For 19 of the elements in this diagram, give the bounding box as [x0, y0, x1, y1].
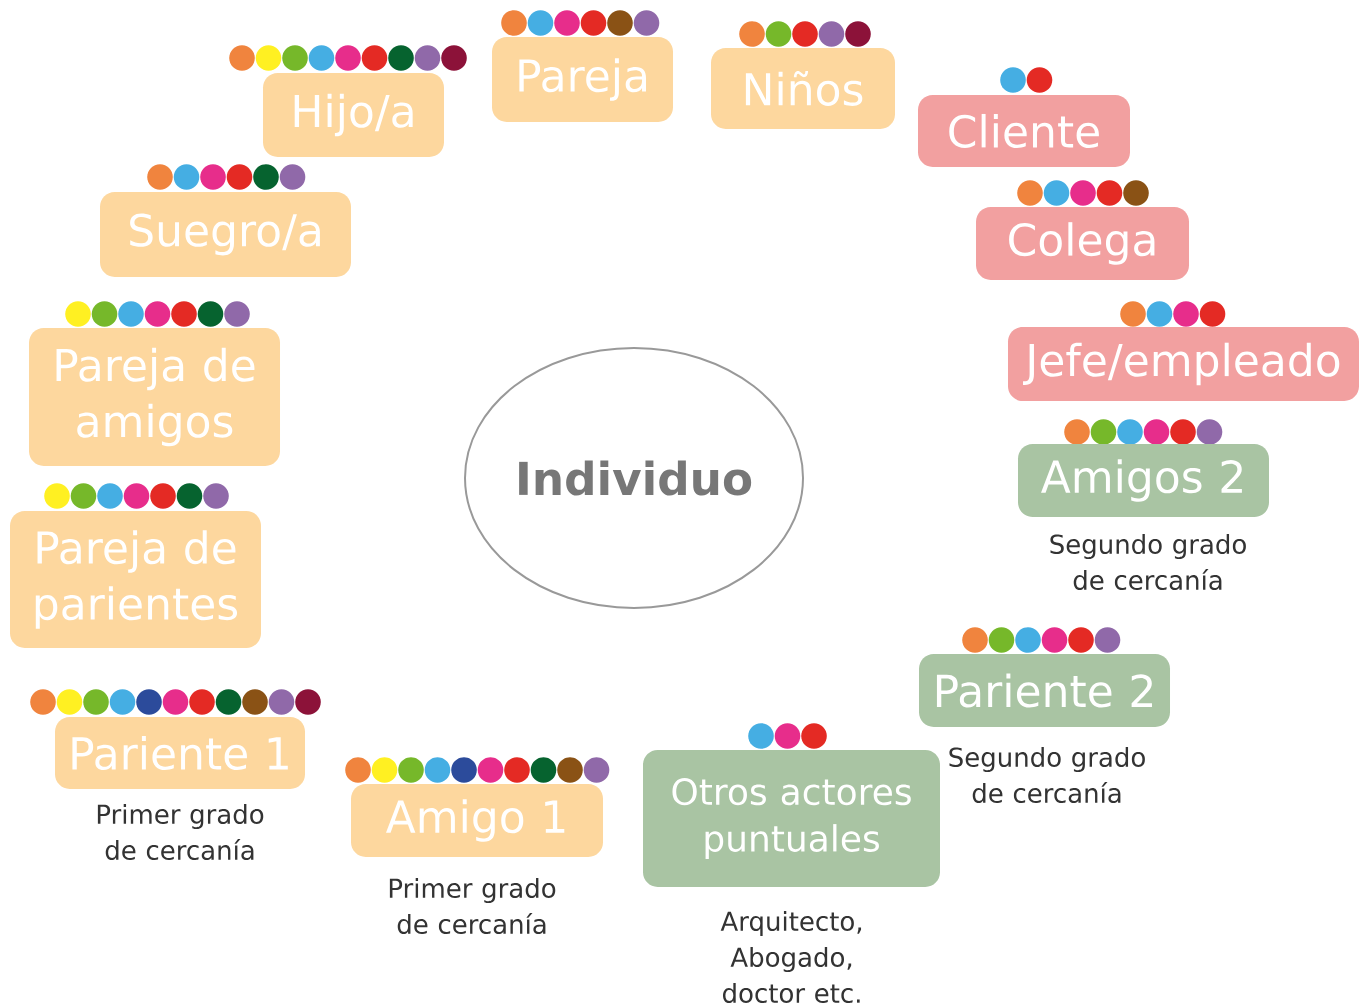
rounded-box: Niños: [711, 48, 895, 129]
rounded-box: Pareja de amigos: [29, 328, 280, 466]
caption-text: Segundo grado de cercanía: [1050, 533, 1246, 591]
rounded-box: Suegro/a: [100, 192, 351, 277]
rounded-box: Pariente 1: [55, 717, 305, 789]
rounded-box: Amigos 2: [1018, 444, 1269, 517]
caption-text: Segundo grado de cercanía: [949, 746, 1145, 804]
rounded-box: Colega: [976, 207, 1189, 280]
rounded-box: Cliente: [918, 95, 1130, 167]
caption-text: Arquitecto, Abogado, doctor etc.: [720, 910, 862, 1004]
rounded-box: Otros actores puntuales: [643, 750, 940, 887]
rounded-box: Amigo 1: [351, 784, 603, 857]
caption-text: Primer grado de cercanía: [97, 803, 264, 861]
caption-text: Primer grado de cercanía: [389, 877, 556, 935]
rounded-box: Pariente 2: [919, 654, 1170, 727]
rounded-box: Jefe/empleado: [1008, 327, 1359, 401]
rounded-box: Hijo/a: [263, 73, 444, 157]
rounded-box: Pareja: [492, 37, 673, 122]
rounded-box: Pareja de parientes: [10, 511, 261, 648]
